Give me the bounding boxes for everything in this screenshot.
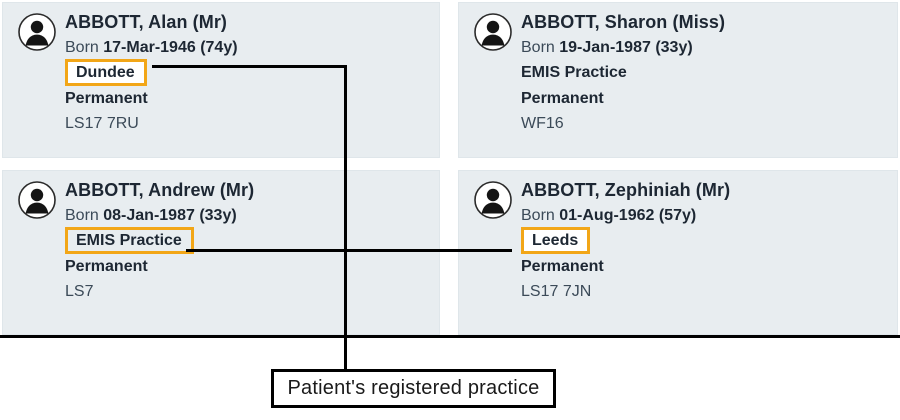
born-value: 01-Aug-1962 (57y)	[559, 207, 697, 224]
registered-practice-highlight: Leeds	[521, 227, 591, 254]
patient-practice-row: EMIS Practice	[65, 227, 435, 254]
patient-card[interactable]: ABBOTT, Sharon (Miss) Born 19-Jan-1987 (…	[458, 2, 898, 158]
born-label: Born	[65, 39, 99, 56]
registered-practice-highlight: EMIS Practice	[65, 227, 194, 254]
patient-name: ABBOTT, Zephiniah (Mr)	[521, 180, 731, 200]
patient-details: ABBOTT, Alan (Mr) Born 17-Mar-1946 (74y)…	[65, 9, 435, 136]
patient-registration-status: Permanent	[65, 90, 148, 107]
person-avatar-icon	[17, 180, 57, 220]
patient-born: Born 01-Aug-1962 (57y)	[521, 203, 893, 228]
registered-practice: EMIS Practice	[76, 232, 182, 249]
patient-registration-status: Permanent	[521, 90, 604, 107]
patient-postcode: LS17 7JN	[521, 283, 592, 300]
registered-practice: Dundee	[76, 64, 135, 81]
patient-name: ABBOTT, Alan (Mr)	[65, 12, 228, 32]
annotation-connector-line	[344, 65, 347, 372]
patient-registration-status: Permanent	[521, 258, 604, 275]
born-label: Born	[521, 39, 555, 56]
patient-practice-row: EMIS Practice	[521, 60, 893, 86]
person-avatar-icon	[17, 12, 57, 52]
patient-card[interactable]: ABBOTT, Alan (Mr) Born 17-Mar-1946 (74y)…	[2, 2, 440, 158]
patient-details: ABBOTT, Sharon (Miss) Born 19-Jan-1987 (…	[521, 9, 893, 136]
annotation-callout: Patient's registered practice	[271, 369, 556, 408]
patient-name: ABBOTT, Sharon (Miss)	[521, 12, 726, 32]
registered-practice-highlight: Dundee	[65, 59, 147, 86]
patient-details: ABBOTT, Zephiniah (Mr) Born 01-Aug-1962 …	[521, 177, 893, 304]
born-value: 19-Jan-1987 (33y)	[559, 39, 693, 56]
born-value: 08-Jan-1987 (33y)	[103, 207, 237, 224]
patient-postcode: LS17 7RU	[65, 115, 139, 132]
registered-practice: EMIS Practice	[521, 64, 627, 81]
patient-born: Born 17-Mar-1946 (74y)	[65, 35, 435, 60]
person-avatar-icon	[473, 180, 513, 220]
patient-card-grid: ABBOTT, Alan (Mr) Born 17-Mar-1946 (74y)…	[0, 2, 900, 338]
patient-card[interactable]: ABBOTT, Andrew (Mr) Born 08-Jan-1987 (33…	[2, 170, 440, 335]
patient-name: ABBOTT, Andrew (Mr)	[65, 180, 255, 200]
born-label: Born	[521, 207, 555, 224]
patient-born: Born 08-Jan-1987 (33y)	[65, 203, 435, 228]
patient-postcode: WF16	[521, 115, 564, 132]
patient-practice-row: Leeds	[521, 227, 893, 254]
patient-practice-row: Dundee	[65, 59, 435, 86]
born-value: 17-Mar-1946 (74y)	[103, 39, 238, 56]
person-avatar-icon	[473, 12, 513, 52]
patient-registration-status: Permanent	[65, 258, 148, 275]
patient-card[interactable]: ABBOTT, Zephiniah (Mr) Born 01-Aug-1962 …	[458, 170, 898, 335]
annotation-connector-line	[152, 65, 347, 68]
patient-born: Born 19-Jan-1987 (33y)	[521, 35, 893, 60]
patient-details: ABBOTT, Andrew (Mr) Born 08-Jan-1987 (33…	[65, 177, 435, 304]
patient-postcode: LS7	[65, 283, 94, 300]
born-label: Born	[65, 207, 99, 224]
annotation-connector-line	[186, 249, 512, 252]
registered-practice: Leeds	[532, 232, 579, 249]
